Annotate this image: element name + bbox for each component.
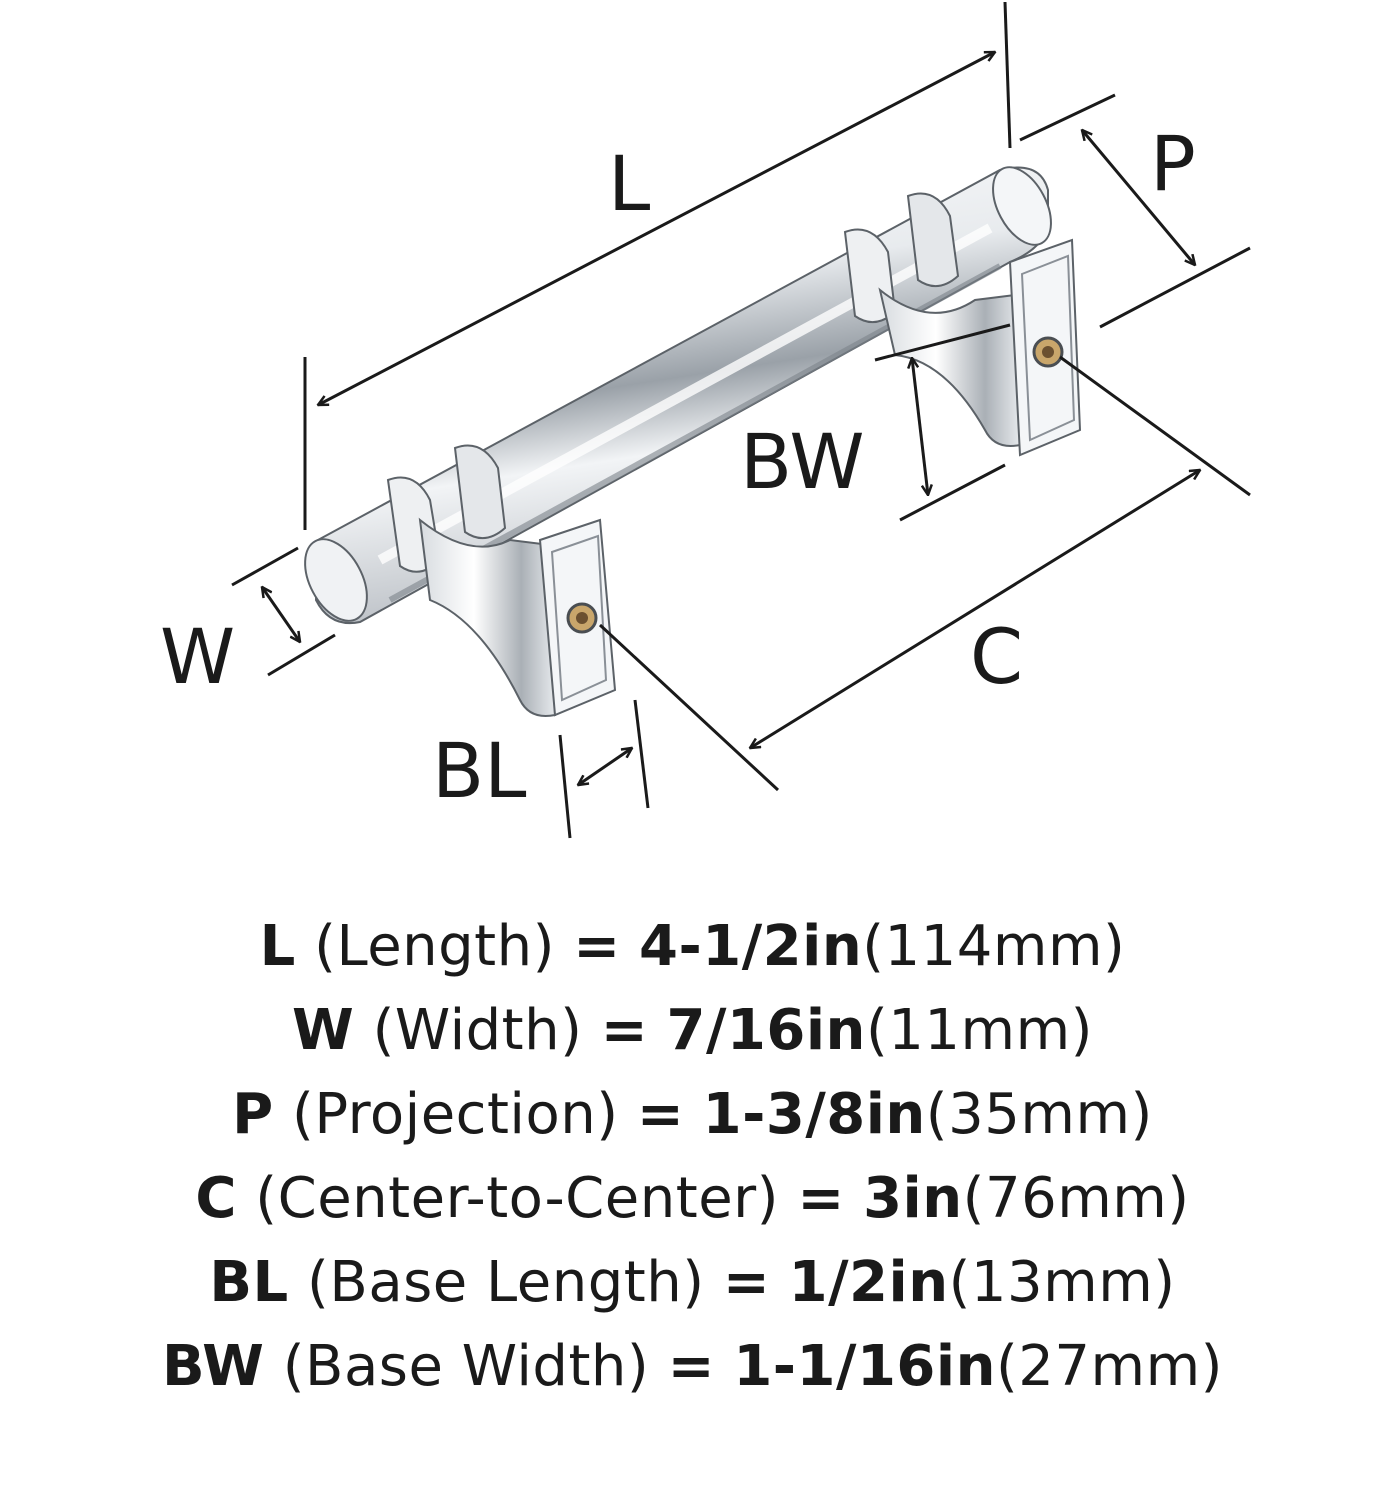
spec-code: BW [162, 1334, 265, 1399]
pull-post-right [878, 287, 1022, 447]
dim-extension-p-top [1019, 93, 1116, 142]
dim-extension-w-top [231, 546, 299, 587]
spec-value-inches: 1-3/8in [702, 1082, 926, 1147]
dim-arrow-center [750, 470, 1200, 748]
spec-row-base-length: BL (Base Length) = 1/2in(13mm) [0, 1241, 1385, 1325]
dimension-diagram: L P BW W C BL [160, 1, 1251, 839]
spec-equals: = [722, 1250, 771, 1315]
dim-arrow-base-width [912, 358, 928, 495]
dim-label-w: W [160, 612, 235, 701]
spec-row-center-to-center: C (Center-to-Center) = 3in(76mm) [0, 1157, 1385, 1241]
spec-code: C [195, 1166, 237, 1231]
spec-name: (Base Length) [307, 1250, 705, 1315]
dim-label-p: P [1150, 119, 1196, 208]
spec-value-mm: (35mm) [925, 1082, 1153, 1147]
dim-label-l: L [608, 139, 650, 228]
spec-equals: = [797, 1166, 845, 1231]
spec-value-mm: (114mm) [862, 914, 1126, 979]
dim-extension-p-bottom [1099, 246, 1251, 329]
spec-value-mm: (13mm) [948, 1250, 1176, 1315]
spec-name: (Base Width) [282, 1334, 650, 1399]
spec-row-length: L (Length) = 4-1/2in(114mm) [0, 905, 1385, 989]
spec-code: W [291, 998, 355, 1063]
spec-value-inches: 1/2in [788, 1250, 949, 1315]
dim-extension-l-right [1003, 1, 1012, 149]
dim-extension-bw-bottom [899, 463, 1006, 522]
spec-code: BL [209, 1250, 289, 1315]
dim-label-bl: BL [432, 726, 526, 815]
pull-bar-end-left [304, 538, 368, 622]
spec-value-mm: (76mm) [962, 1166, 1190, 1231]
dim-center-left [598, 623, 780, 792]
pull-post-left [418, 517, 557, 717]
spec-equals: = [667, 1334, 715, 1399]
spec-value-inches: 4-1/2in [639, 914, 863, 979]
dim-extension-bl-right [633, 699, 650, 809]
dim-extension-bl-left [558, 734, 572, 839]
pull-bar-end-right [992, 166, 1052, 246]
spec-row-projection: P (Projection) = 1-3/8in(35mm) [0, 1073, 1385, 1157]
dim-center-right [1059, 355, 1251, 497]
spec-name: (Length) [314, 914, 555, 979]
cabinet-pull-illustration [304, 166, 1082, 717]
spec-value-inches: 1-1/16in [733, 1334, 996, 1399]
dim-extension-w-bottom [267, 633, 336, 677]
dim-arrow-width [262, 587, 300, 642]
dim-arrow-length [318, 50, 995, 407]
dim-arrow-base-length [578, 748, 632, 785]
spec-value-mm: (11mm) [865, 998, 1093, 1063]
spec-equals: = [573, 914, 621, 979]
spec-equals: = [600, 998, 649, 1063]
spec-name: (Projection) [291, 1082, 619, 1147]
spec-code: P [232, 1082, 274, 1147]
spec-value-inches: 3in [863, 1166, 963, 1231]
spec-equals: = [636, 1082, 685, 1147]
dim-label-c: C [970, 612, 1023, 701]
dimension-lines [231, 1, 1251, 839]
spec-name: (Center-to-Center) [255, 1166, 780, 1231]
spec-code: L [259, 914, 296, 979]
spec-value-inches: 7/16in [666, 998, 866, 1063]
spec-row-width: W (Width) = 7/16in(11mm) [0, 989, 1385, 1073]
spec-value-mm: (27mm) [995, 1334, 1223, 1399]
dim-arrow-projection [1082, 130, 1195, 265]
dimension-spec-list: L (Length) = 4-1/2in(114mm) W (Width) = … [0, 905, 1385, 1409]
dim-extension-bw-top [874, 323, 1011, 362]
spec-row-base-width: BW (Base Width) = 1-1/16in(27mm) [0, 1325, 1385, 1409]
dim-label-bw: BW [740, 417, 865, 506]
spec-name: (Width) [372, 998, 583, 1063]
